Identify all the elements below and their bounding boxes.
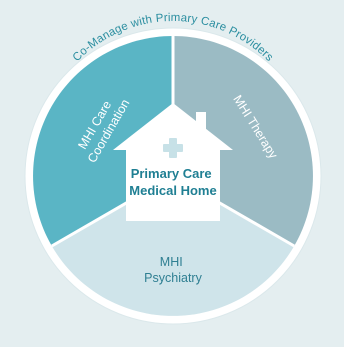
segment-psychiatry bbox=[51, 176, 295, 316]
center-title: Primary Care Medical Home bbox=[129, 166, 216, 198]
segment-label-psychiatry-line-2: Psychiatry bbox=[144, 271, 202, 285]
segment-label-psychiatry-line-1: MHI bbox=[160, 255, 183, 269]
center-title-line-2: Medical Home bbox=[129, 183, 216, 198]
house-icon bbox=[113, 103, 233, 221]
center-title-line-1: Primary Care bbox=[131, 166, 212, 181]
segment-label-psychiatry: MHI Psychiatry bbox=[144, 255, 202, 285]
medical-cross-icon bbox=[163, 138, 183, 158]
